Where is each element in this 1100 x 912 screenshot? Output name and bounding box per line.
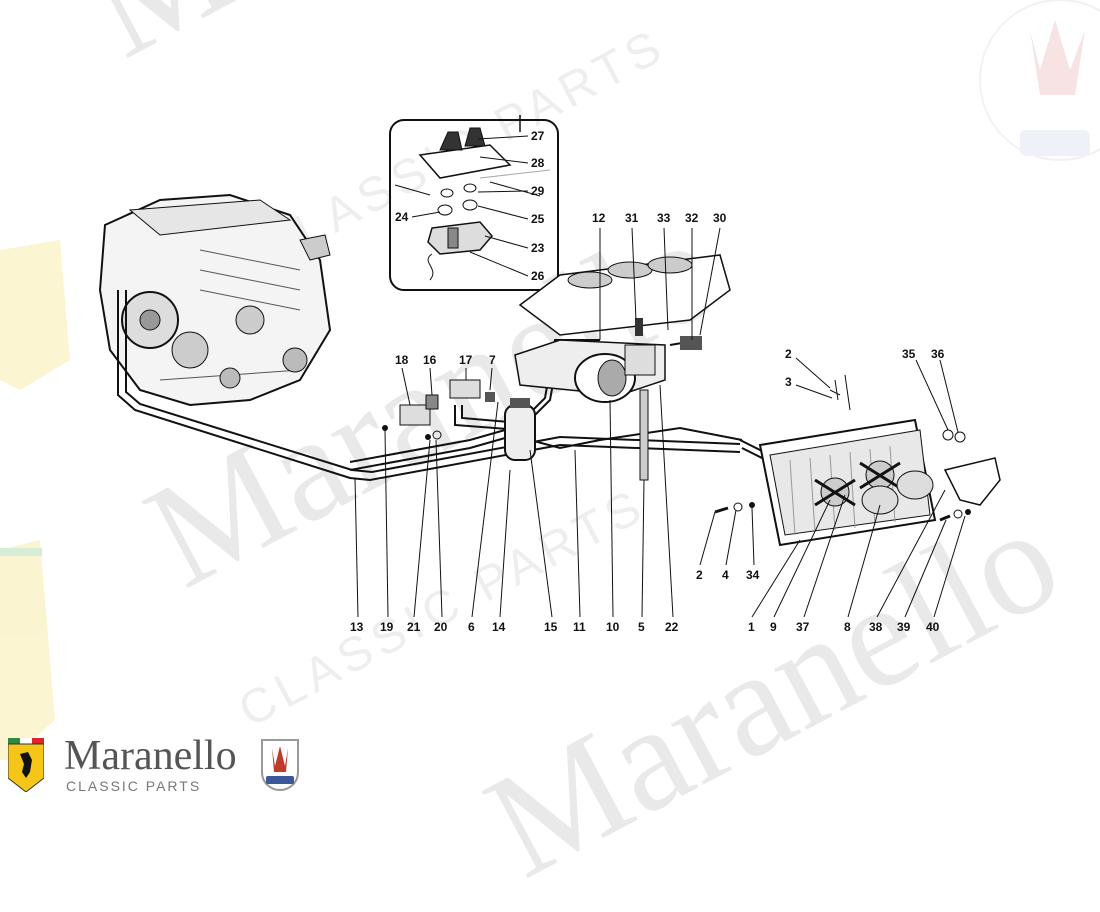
leader-lines [354,227,966,618]
brand-logo: Maranello CLASSIC PARTS [6,734,306,796]
maserati-seal-icon [261,739,299,792]
dashboard-duct [518,254,731,336]
callout-8: 8 [844,620,851,634]
diagram-canvas: 27 28 29 24 25 23 26 12 31 33 32 30 18 1… [98,115,1001,634]
logo-watermarks [0,0,1100,760]
faded-shield-left-1 [0,240,70,390]
callout-18: 18 [395,353,409,367]
callout-15: 15 [544,620,558,634]
callout-22: 22 [665,620,679,634]
callout-29: 29 [531,184,545,198]
callout-2-top: 2 [785,347,792,361]
callout-9: 9 [770,620,777,634]
callout-34: 34 [746,568,760,582]
callout-10: 10 [606,620,620,634]
callout-16: 16 [423,353,437,367]
callout-36: 36 [931,347,945,361]
callout-38: 38 [869,620,883,634]
ferrari-shield-icon [8,738,44,792]
callout-6: 6 [468,620,475,634]
faded-shield-left-2 [0,540,55,760]
callout-2-bottom: 2 [696,568,703,582]
callout-33: 33 [657,211,671,225]
callout-40: 40 [926,620,940,634]
callout-11: 11 [573,620,586,634]
callout-labels: 27 28 29 24 25 23 26 12 31 33 32 30 18 1… [350,129,945,634]
callout-28: 28 [531,156,545,170]
engine-drawing [98,193,332,407]
brand-subtitle: CLASSIC PARTS [66,778,202,794]
callout-24: 24 [395,210,409,224]
callout-32: 32 [685,211,699,225]
callout-20: 20 [434,620,448,634]
callout-12: 12 [592,211,606,225]
callout-39: 39 [897,620,911,634]
condenser [758,374,1001,547]
callout-13: 13 [350,620,364,634]
callout-27: 27 [531,129,545,143]
callout-25: 25 [531,212,545,226]
callout-4: 4 [722,568,729,582]
receiver-drier [504,398,536,461]
inset-detail [389,115,559,291]
callout-31: 31 [625,211,639,225]
callout-7: 7 [489,353,496,367]
callout-3: 3 [785,375,792,389]
valve-group [382,379,495,440]
blower-unit [514,318,702,481]
callout-30: 30 [713,211,727,225]
callout-5: 5 [638,620,645,634]
callout-23: 23 [531,241,545,255]
callout-14: 14 [492,620,506,634]
callout-35: 35 [902,347,916,361]
callout-37: 37 [796,620,810,634]
brand-name: Maranello [64,733,237,779]
callout-17: 17 [459,353,473,367]
faded-seal-right [979,0,1100,161]
callout-26: 26 [531,269,545,283]
callout-1: 1 [748,620,755,634]
callout-21: 21 [407,620,421,634]
callout-19: 19 [380,620,394,634]
